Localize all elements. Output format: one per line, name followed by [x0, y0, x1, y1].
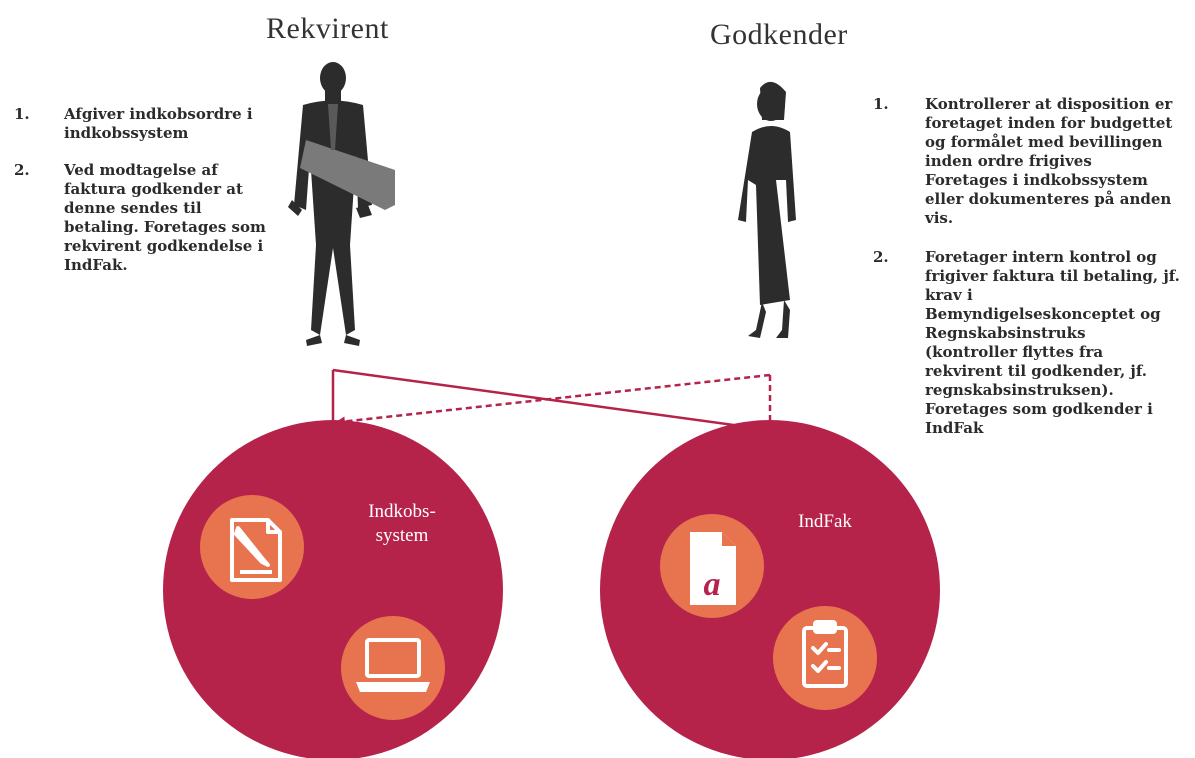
flow-arrows — [328, 368, 775, 435]
icon-disc — [773, 606, 877, 710]
arrow-approver-to-procurement — [335, 373, 771, 427]
invoice-letter: a — [704, 566, 721, 603]
requester-step-2: 2. Ved modtagelse af faktura godkender a… — [14, 161, 286, 275]
procurement-system-label: Indkobs- system — [368, 501, 436, 546]
icon-disc — [341, 616, 445, 720]
businesswoman-icon — [738, 81, 796, 338]
step-number: 1. — [14, 105, 30, 123]
approver-step-2: 2. Foretager intern kontrol og frigiver … — [873, 248, 1189, 438]
clipboard-checklist-icon — [802, 620, 848, 688]
arrow-to-indfak — [332, 368, 775, 435]
approver-title: Godkender — [710, 18, 848, 51]
step-text: Foretager intern kontrol og frigiver fak… — [925, 248, 1180, 437]
approver-steps: 1. Kontrollerer at disposition er foreta… — [873, 95, 1189, 438]
document-pen-icon — [230, 518, 282, 582]
laptop-icon — [356, 638, 430, 692]
requester-title: Rekvirent — [266, 12, 389, 45]
indfak-label: IndFak — [798, 511, 852, 532]
step-number: 1. — [873, 95, 889, 113]
step-text: Ved modtagelse af faktura godkender at d… — [64, 161, 266, 274]
indfak-circle — [600, 420, 940, 758]
step-number: 2. — [873, 248, 889, 266]
step-number: 2. — [14, 161, 30, 179]
approver-step-1: 1. Kontrollerer at disposition er foreta… — [873, 95, 1189, 228]
businessman-icon — [288, 62, 395, 346]
step-text: Kontrollerer at disposition er foretaget… — [925, 95, 1173, 227]
step-text: Afgiver indkobsordre i indkobssystem — [64, 105, 253, 142]
requester-step-1: 1. Afgiver indkobsordre i indkobssystem — [14, 105, 286, 143]
procurement-system-circle — [163, 420, 503, 758]
requester-steps: 1. Afgiver indkobsordre i indkobssystem … — [14, 105, 286, 275]
invoice-document-icon: a — [690, 532, 736, 605]
